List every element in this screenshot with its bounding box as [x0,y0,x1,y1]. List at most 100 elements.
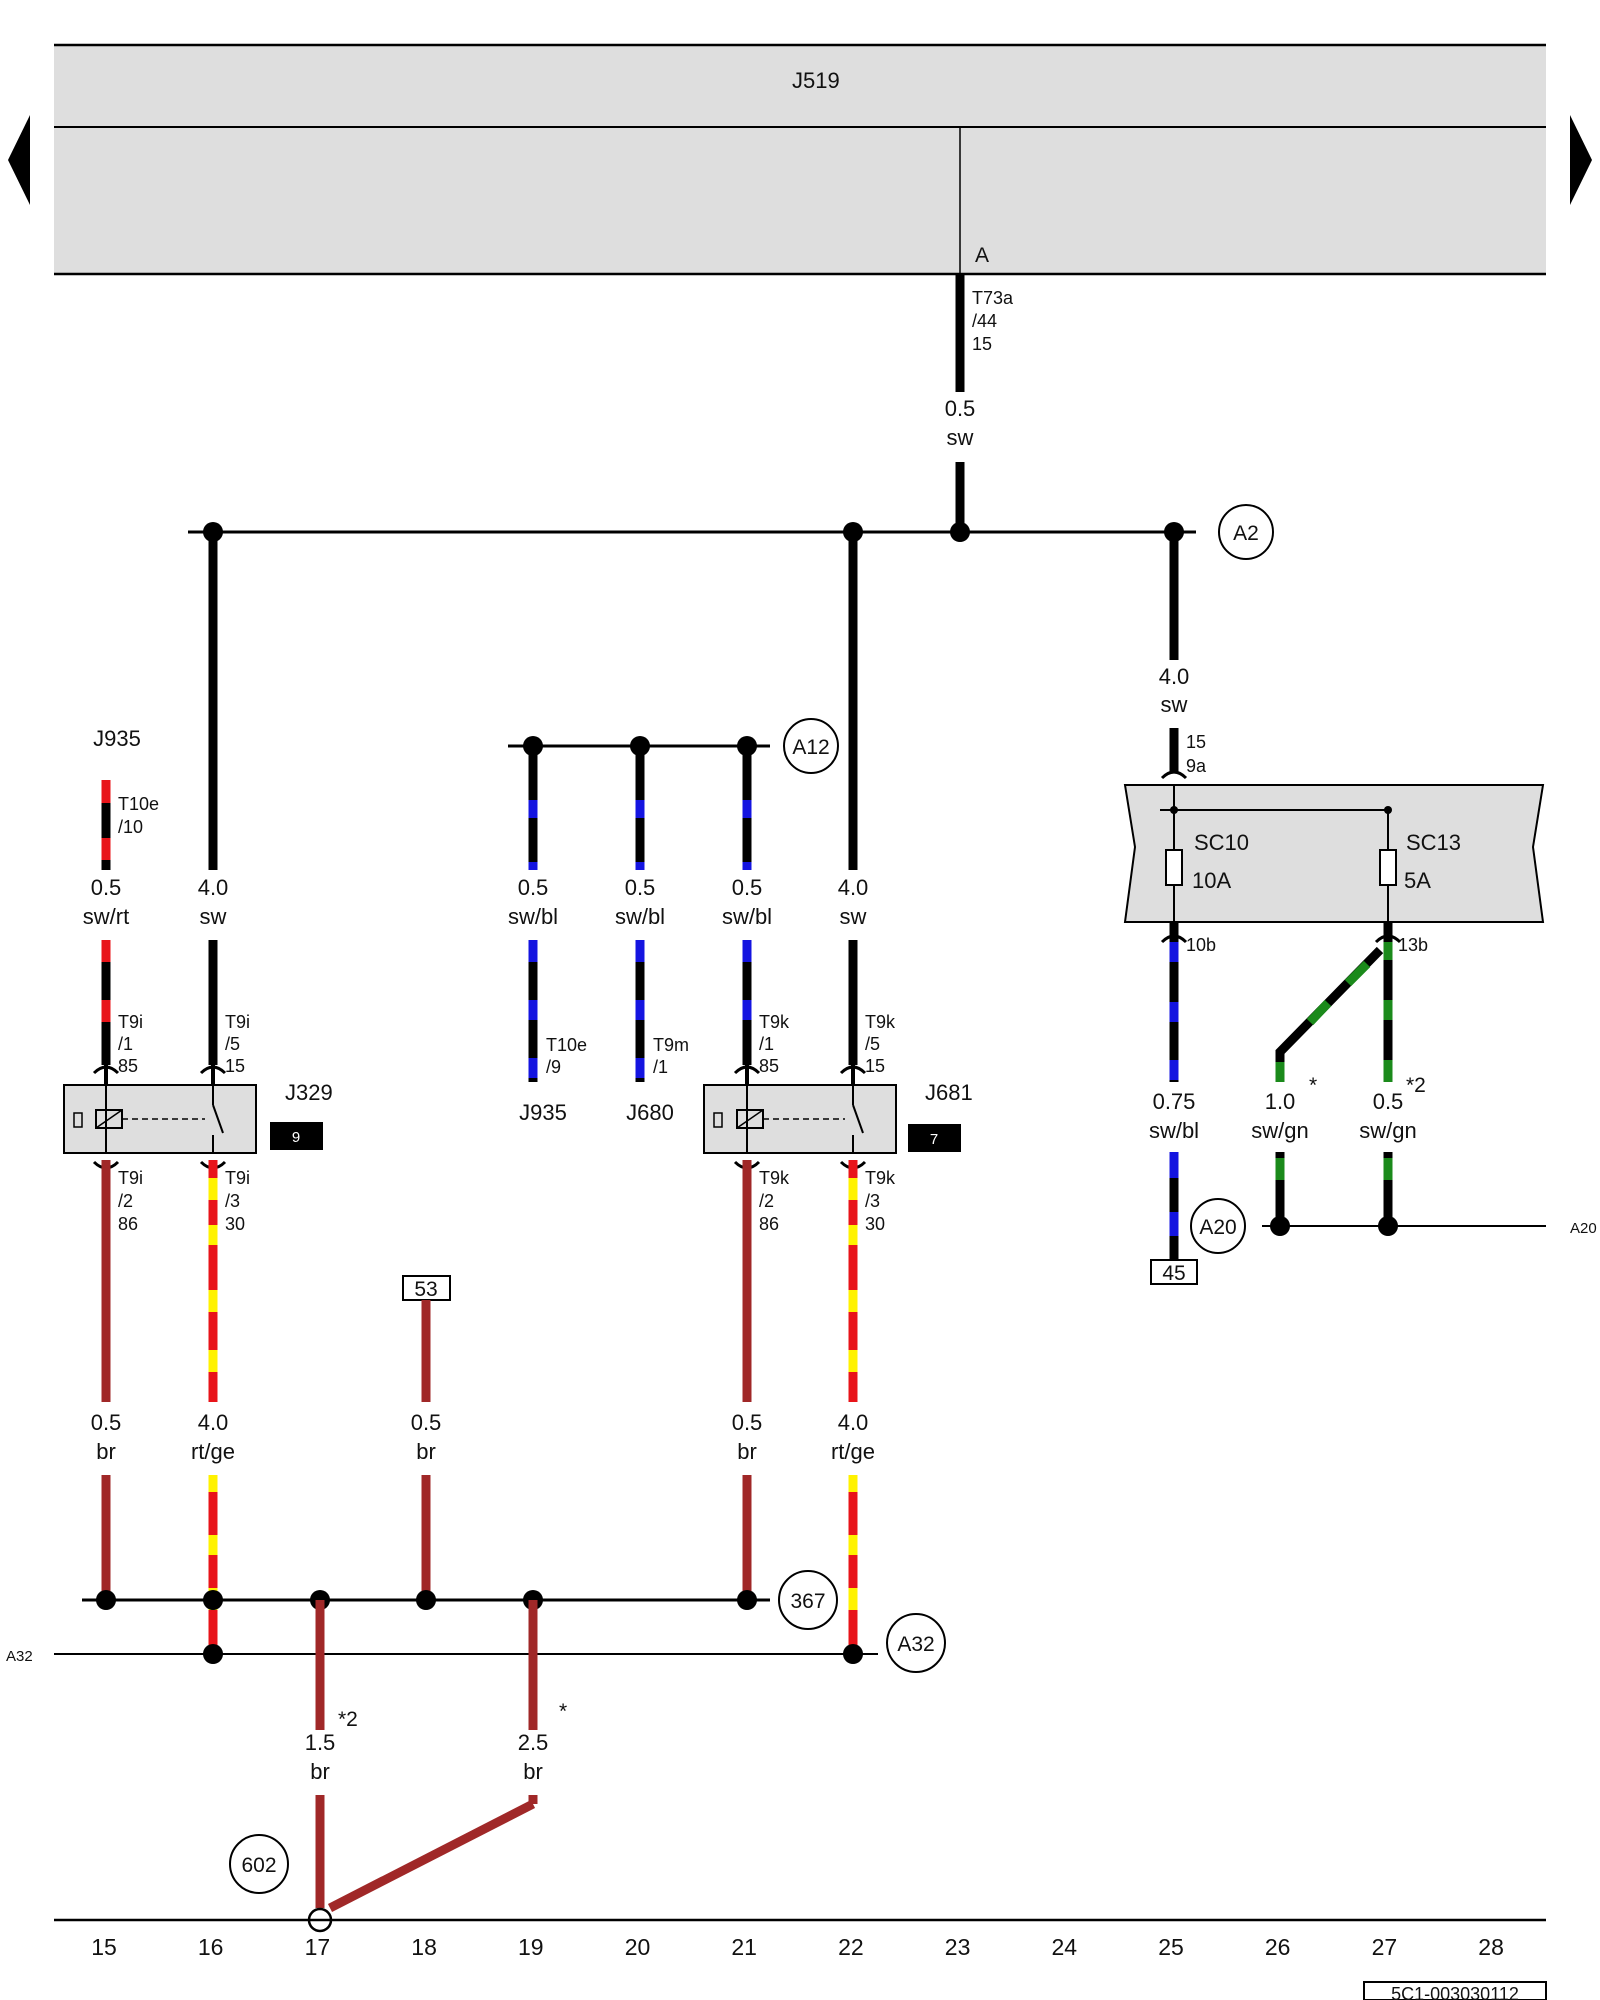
wire-25-top-color: sw [1161,692,1188,717]
j680-label: J680 [626,1100,674,1125]
wire-25-bot-color: sw/bl [1149,1118,1199,1143]
wire-19-ground-color: br [523,1759,543,1784]
prev-arrow-icon[interactable] [8,115,30,205]
fuse-sc13-name: SC13 [1406,830,1461,855]
drawing-code: 5C1-003030112 [1391,1984,1519,2000]
footer-column-28: 28 [1478,1934,1504,1960]
relay-j681 [703,1065,897,1154]
wire-16-top-gauge: 4.0 [198,875,229,900]
ref-367-circle[interactable] [778,1570,838,1630]
j329-pin15-connector: T9i [225,1012,250,1032]
footer-column-26: 26 [1265,1934,1291,1960]
wire-25-top-gauge: 4.0 [1159,664,1190,689]
j681-pin85-terminal: 85 [759,1056,779,1076]
bus-a32-circle[interactable] [886,1613,946,1673]
connector-a-label: A [975,244,989,267]
ref-a20-label: A20 [1199,1216,1236,1239]
ground-602-circle[interactable] [229,1834,289,1894]
fuse-box-in-terminal: 15 [1186,732,1206,752]
j329-pin30-number: /3 [225,1191,240,1211]
star-mark-26: * [1309,1074,1317,1097]
star2-mark-27: *2 [1406,1074,1426,1097]
wire-15-bot-gauge: 0.5 [91,1410,122,1435]
j681-pin86-connector: T9k [759,1168,790,1188]
j681-pin86-number: /2 [759,1191,774,1211]
fuse-box-in-pin: 9a [1186,756,1207,776]
swbl-lower-wires [528,940,752,1082]
j681-pin15-terminal: 15 [865,1056,885,1076]
j681-pin85-number: /1 [759,1034,774,1054]
wire-21-bot-color: br [737,1439,757,1464]
t73a-pin: /44 [972,311,997,331]
relay-j329-badge [270,1122,323,1150]
wire-swgn [1275,922,1402,1226]
fuse-out2-terminal: 13b [1398,935,1428,955]
ref-45-box[interactable] [1150,1259,1198,1285]
footer-column-20: 20 [625,1934,651,1960]
fuse-box: SC10 10A SC13 5A [1123,784,1545,923]
fuse-out1-terminal: 10b [1186,935,1216,955]
ref-367-label: 367 [790,1590,825,1613]
footer-column-18: 18 [411,1934,437,1960]
wire-22-top-color: sw [840,904,867,929]
j329-pin85-terminal: 85 [118,1056,138,1076]
footer-column-19: 19 [518,1934,544,1960]
ground-602-label: 602 [241,1854,276,1877]
wire-26-bot-color: sw/gn [1251,1118,1308,1143]
j329-pin30-connector: T9i [225,1168,250,1188]
wire-15-top-gauge: 0.5 [91,875,122,900]
rtge-wires [208,1160,858,1654]
wire-16-bot-color: rt/ge [191,1439,235,1464]
wire-20-top-gauge: 0.5 [625,875,656,900]
j519-module: J519 A [54,43,1546,276]
wire-19-ground-gauge: 2.5 [518,1730,549,1755]
swbl-upper-wires [528,746,752,870]
j329-pin86-terminal: 86 [118,1214,138,1234]
relay-j329 [63,1065,257,1154]
a20-edge-tag: A20 [1570,1220,1597,1237]
j681-pin86-terminal: 86 [759,1214,779,1234]
wire-21-top-color: sw/bl [722,904,772,929]
j329-pin86-connector: T9i [118,1168,143,1188]
j681-pin15-number: /5 [865,1034,880,1054]
relay-j681-badge-text: 7 [930,1131,938,1148]
wire-15-bot-color: br [96,1439,116,1464]
star2-mark-17: *2 [338,1708,358,1731]
j935-top-connector: T10e [118,794,159,814]
bus-a2-tag: A2 [1233,522,1259,545]
wire-22-bot-color: rt/ge [831,1439,875,1464]
j935-mid-connector: T10e [546,1035,587,1055]
wire-18-bot-gauge: 0.5 [411,1410,442,1435]
j329-pin15-terminal: 15 [225,1056,245,1076]
j329-pin15-number: /5 [225,1034,240,1054]
j329-pin86-number: /2 [118,1191,133,1211]
j680-pin: /1 [653,1057,668,1077]
wire-23-gauge: 0.5 [945,396,976,421]
wire-21-top-gauge: 0.5 [732,875,763,900]
wire-20-top-color: sw/bl [615,904,665,929]
fuse-sc10-rating: 10A [1192,868,1231,893]
wire-16-bot-gauge: 4.0 [198,1410,229,1435]
ref-a20-circle[interactable] [1190,1198,1246,1254]
fuse-sc13-rating: 5A [1404,868,1431,893]
footer-column-24: 24 [1052,1934,1078,1960]
relay-j329-label: J329 [285,1080,333,1105]
wire-18-bot-color: br [416,1439,436,1464]
j329-pin85-connector: T9i [118,1012,143,1032]
footer-column-27: 27 [1372,1934,1398,1960]
wire-23-color: sw [947,425,974,450]
bus-a32-tag: A32 [897,1633,934,1656]
wire-19-top-gauge: 0.5 [518,875,549,900]
wire-21-bot-gauge: 0.5 [732,1410,763,1435]
footer-column-15: 15 [91,1934,117,1960]
relay-j681-badge [908,1124,961,1152]
j681-pin85-connector: T9k [759,1012,790,1032]
next-arrow-icon[interactable] [1570,115,1592,205]
wire-25-bot-gauge: 0.75 [1153,1089,1196,1114]
j681-pin30-connector: T9k [865,1168,896,1188]
wire-17-ground-gauge: 1.5 [305,1730,336,1755]
wire-22-bot-gauge: 4.0 [838,1410,869,1435]
ref-45-label: 45 [1162,1262,1185,1285]
j681-pin30-number: /3 [865,1191,880,1211]
